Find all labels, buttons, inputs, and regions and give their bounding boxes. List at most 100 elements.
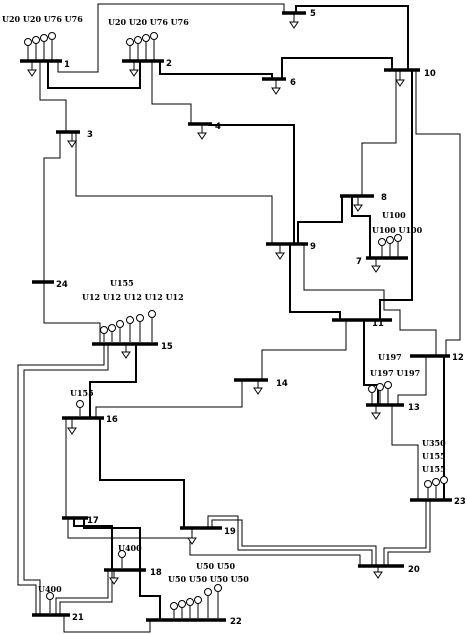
bus-label-4: 4 [215,122,221,132]
line-4-9 [208,124,295,245]
load-icon [67,418,77,435]
generator-icon [148,310,156,342]
unit-labels: U20 U20 U76 U76 U20 U20 U76 U76 U100 U10… [2,14,446,594]
generator-icon [368,385,376,405]
load-icon [395,70,405,87]
line-3-9 [75,133,273,245]
line-19-20-a [207,515,373,566]
generator-icon [424,480,432,498]
line-15-16 [89,344,137,418]
bus-label-16: 16 [106,415,118,425]
unit-label-bus18: U400 [118,543,142,553]
line-20-23-a [383,500,427,566]
generator-icon [100,326,108,342]
line-17-22 [83,518,161,620]
bus-label-17: 17 [87,516,99,526]
line-15-21-a [17,344,105,615]
bus-label-19: 19 [224,527,236,537]
generator-icon [178,600,186,618]
load-icon [373,566,383,579]
unit-label-bus16: U155 [70,388,94,398]
line-15-21-b [23,344,109,615]
bus-label-20: 20 [408,565,420,575]
generator-icon [108,324,116,342]
generator-icon [214,584,222,618]
load-icon [27,62,37,77]
unit-label-bus7-a: U100 [382,210,406,220]
bus-label-5: 5 [310,9,316,19]
load-icon [353,197,363,212]
load-icon [289,14,299,29]
line-8-9 [297,197,343,245]
unit-label-bus1: U20 U20 U76 U76 [2,14,83,24]
generator-icon [394,234,402,258]
bus-label-23: 23 [454,497,466,507]
load-icon [253,380,263,395]
generator-icon [150,32,158,60]
line-1-2 [47,62,141,89]
generator-icon [126,316,134,342]
bus-bars [20,11,452,622]
unit-label-bus15-b: U12 U12 U12 U12 U12 [82,292,184,302]
unit-label-bus22-a: U50 U50 [196,561,235,571]
load-icon [109,570,119,585]
unit-label-bus15-a: U155 [110,278,134,288]
generator-icon [384,381,392,405]
line-21-22 [63,615,151,633]
unit-label-bus23-b: U155 [422,451,446,461]
bus-label-14: 14 [276,379,288,389]
bus-label-6: 6 [290,78,296,88]
line-11-14 [261,320,347,380]
generator-icon [376,383,384,405]
load-icon [121,344,131,359]
generator-icon [186,598,194,618]
unit-label-bus13-a: U197 [378,352,402,362]
load-icon [187,528,197,545]
unit-label-bus23-c: U155 [422,464,446,474]
generator-icon [32,36,40,60]
line-17-18 [73,518,113,570]
line-8-10 [361,70,397,197]
bus-label-8: 8 [381,193,387,203]
bus-label-13: 13 [408,403,420,413]
load-icon [371,258,381,273]
generator-icon [432,478,440,498]
generator-icon [134,36,142,60]
unit-label-bus13-b: U197 U197 [370,368,420,378]
load-icon [371,405,381,420]
bus-label-22: 22 [230,617,242,627]
bus-label-18: 18 [150,568,162,578]
generator-icon [440,476,448,498]
bus-label-24: 24 [56,280,68,290]
bus-label-10: 10 [424,69,436,79]
unit-label-bus2: U20 U20 U76 U76 [108,17,189,27]
line-2-6 [159,62,273,80]
line-9-11 [289,245,341,320]
line-15-24 [43,282,101,344]
line-6-10 [281,57,393,80]
bus-labels: 1 2 3 4 5 6 7 8 9 10 11 12 13 14 15 16 1… [56,9,466,627]
line-1-5 [57,3,285,73]
generator-icon [118,550,126,568]
load-icon [67,133,77,148]
generator-icon [194,596,202,618]
generator-icon [48,32,56,60]
generator-icon [142,34,150,60]
generator-icon [76,400,84,416]
line-3-24 [43,133,61,282]
line-10-12 [415,70,461,356]
bus-label-2: 2 [166,59,172,69]
line-1-3 [39,62,67,133]
bus-label-21: 21 [72,613,84,623]
load-icon [271,80,281,95]
line-2-4 [151,62,192,125]
bus-label-3: 3 [87,130,93,140]
line-11-13 [363,320,379,405]
bus-label-7: 7 [356,257,362,267]
bus-label-12: 12 [452,353,464,363]
unit-label-bus21: U400 [38,584,62,594]
load-icon [197,125,207,140]
bus-label-15: 15 [161,342,173,352]
generator-icon [378,238,386,258]
